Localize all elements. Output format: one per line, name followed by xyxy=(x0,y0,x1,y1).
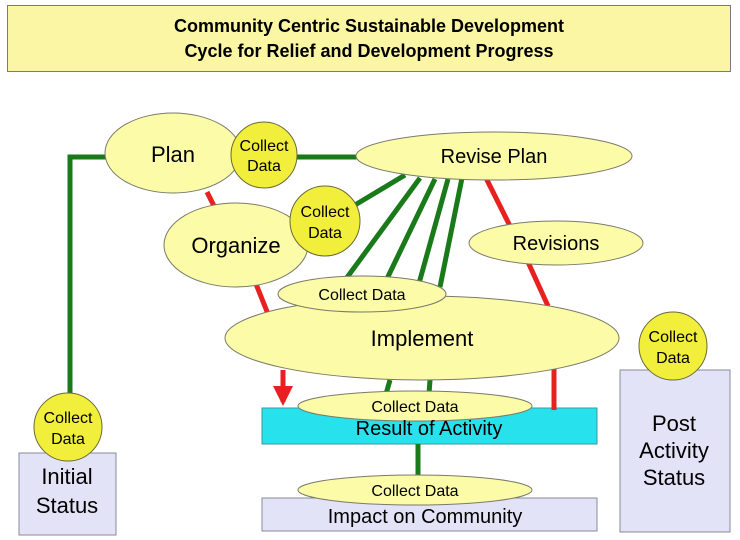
collect-data-initial-line-1: Collect xyxy=(44,410,93,427)
diagram-title-line-1: Community Centric Sustainable Developmen… xyxy=(173,15,565,36)
collect-data-plan-line-2: Data xyxy=(247,158,281,175)
initial-status-line-1: Initial xyxy=(41,464,92,489)
collect-data-post-line-1: Collect xyxy=(649,329,698,346)
collect-data-result xyxy=(297,390,533,422)
initial-status-line-2: Status xyxy=(36,493,98,518)
collect-data-initial-line-2: Data xyxy=(51,431,85,448)
post-activity-status-line-3: Status xyxy=(643,465,705,490)
post-activity-status-line-1: Post xyxy=(652,411,696,436)
collect-data-above-implement xyxy=(277,275,447,313)
collect-data-initial-circle xyxy=(33,392,103,462)
post-activity-status-line-2: Activity xyxy=(639,438,709,463)
diagram-title-line-2: Cycle for Relief and Development Progres… xyxy=(184,40,554,61)
collect-data-organize-line-2: Data xyxy=(308,225,342,242)
collect-data-above-implement-label: Collect Data xyxy=(318,287,405,304)
impact-on-community-label: Impact on Community xyxy=(328,506,523,528)
post-activity-status-box xyxy=(619,369,731,533)
connector-revise-to-organize-data xyxy=(353,172,407,208)
collect-data-post-circle xyxy=(638,311,708,381)
connector-revise-to-implement-3 xyxy=(415,178,451,288)
revisions-label: Revisions xyxy=(513,233,600,255)
plan-label: Plan xyxy=(151,142,195,167)
initial-status-box xyxy=(18,452,117,536)
collect-data-impact-label: Collect Data xyxy=(371,483,458,500)
implement-label: Implement xyxy=(371,326,474,351)
revise-plan-label: Revise Plan xyxy=(441,146,548,168)
connector-revise-to-implement-1 xyxy=(337,176,423,289)
result-of-activity-label: Result of Activity xyxy=(356,418,503,440)
collect-data-impact xyxy=(297,474,533,506)
connector-revise-to-implement-2 xyxy=(380,177,438,289)
revisions-node xyxy=(468,220,644,266)
revise-plan-node xyxy=(355,131,633,181)
collect-data-organize-line-1: Collect xyxy=(301,204,350,221)
red-revisions-to-implement xyxy=(525,260,551,308)
collect-data-plan-line-1: Collect xyxy=(240,138,289,155)
organize-label: Organize xyxy=(191,233,280,258)
red-revise-plan-to-revisions xyxy=(483,176,514,230)
red-organize-to-implement xyxy=(253,283,271,315)
connector-initial-to-plan xyxy=(67,154,108,395)
collect-data-plan-circle xyxy=(230,121,298,189)
connector-revise-to-implement-4 xyxy=(437,177,465,288)
collect-data-organize-circle xyxy=(289,185,361,257)
diagram-title-box: Community Centric Sustainable Developmen… xyxy=(7,5,731,72)
collect-data-result-label: Collect Data xyxy=(371,399,458,416)
collect-data-post-line-2: Data xyxy=(656,350,690,367)
